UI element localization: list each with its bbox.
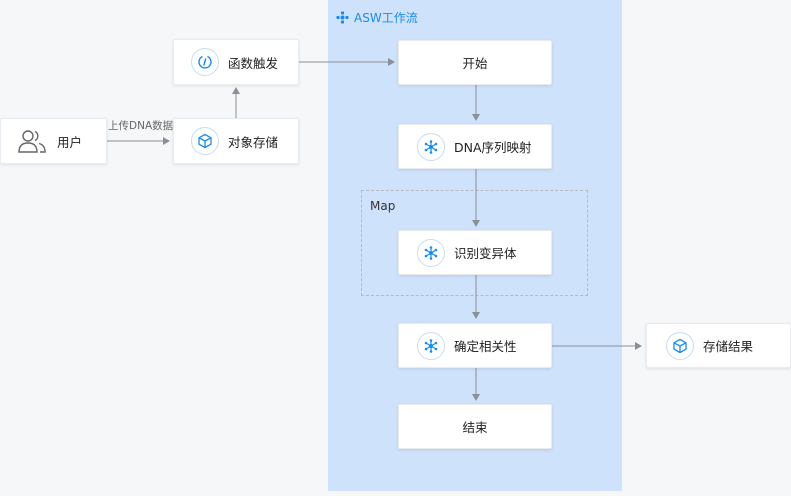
node-user-label: 用户 — [57, 134, 83, 150]
node-start-label: 开始 — [462, 56, 488, 71]
batch-compute-icon — [417, 132, 445, 161]
edge-label-upload: 上传DNA数据 — [108, 120, 174, 132]
users-icon — [18, 130, 46, 153]
node-object-storage[interactable]: 对象存储 — [173, 118, 299, 164]
node-store-results-label: 存储结果 — [703, 339, 754, 354]
node-identify-variants-label: 识别变异体 — [454, 246, 517, 261]
node-user[interactable]: 用户 — [0, 118, 107, 164]
node-object-storage-label: 对象存储 — [228, 134, 279, 150]
node-identify-variants[interactable]: 识别变异体 — [398, 230, 552, 275]
cube-icon — [666, 331, 694, 360]
node-dna-mapping[interactable]: DNA序列映射 — [398, 124, 552, 169]
workflow-icon — [336, 11, 349, 23]
node-determine-correlation[interactable]: 确定相关性 — [398, 323, 552, 368]
node-dna-mapping-label: DNA序列映射 — [454, 140, 532, 155]
lane-title: ASW工作流 — [336, 8, 418, 26]
cube-icon — [191, 127, 219, 155]
node-determine-correlation-label: 确定相关性 — [454, 339, 517, 354]
node-store-results[interactable]: 存储结果 — [646, 323, 791, 368]
node-function-trigger-label: 函数触发 — [228, 55, 279, 71]
function-icon — [191, 48, 219, 76]
map-group — [361, 190, 588, 296]
map-group-label: Map — [370, 199, 396, 213]
node-end-label: 结束 — [462, 420, 488, 435]
node-start[interactable]: 开始 — [398, 40, 552, 85]
node-end[interactable]: 结束 — [398, 404, 552, 449]
batch-compute-icon — [417, 331, 445, 360]
batch-compute-icon — [417, 238, 445, 267]
lane-title-text: ASW工作流 — [354, 10, 418, 25]
node-function-trigger[interactable]: 函数触发 — [173, 39, 299, 85]
